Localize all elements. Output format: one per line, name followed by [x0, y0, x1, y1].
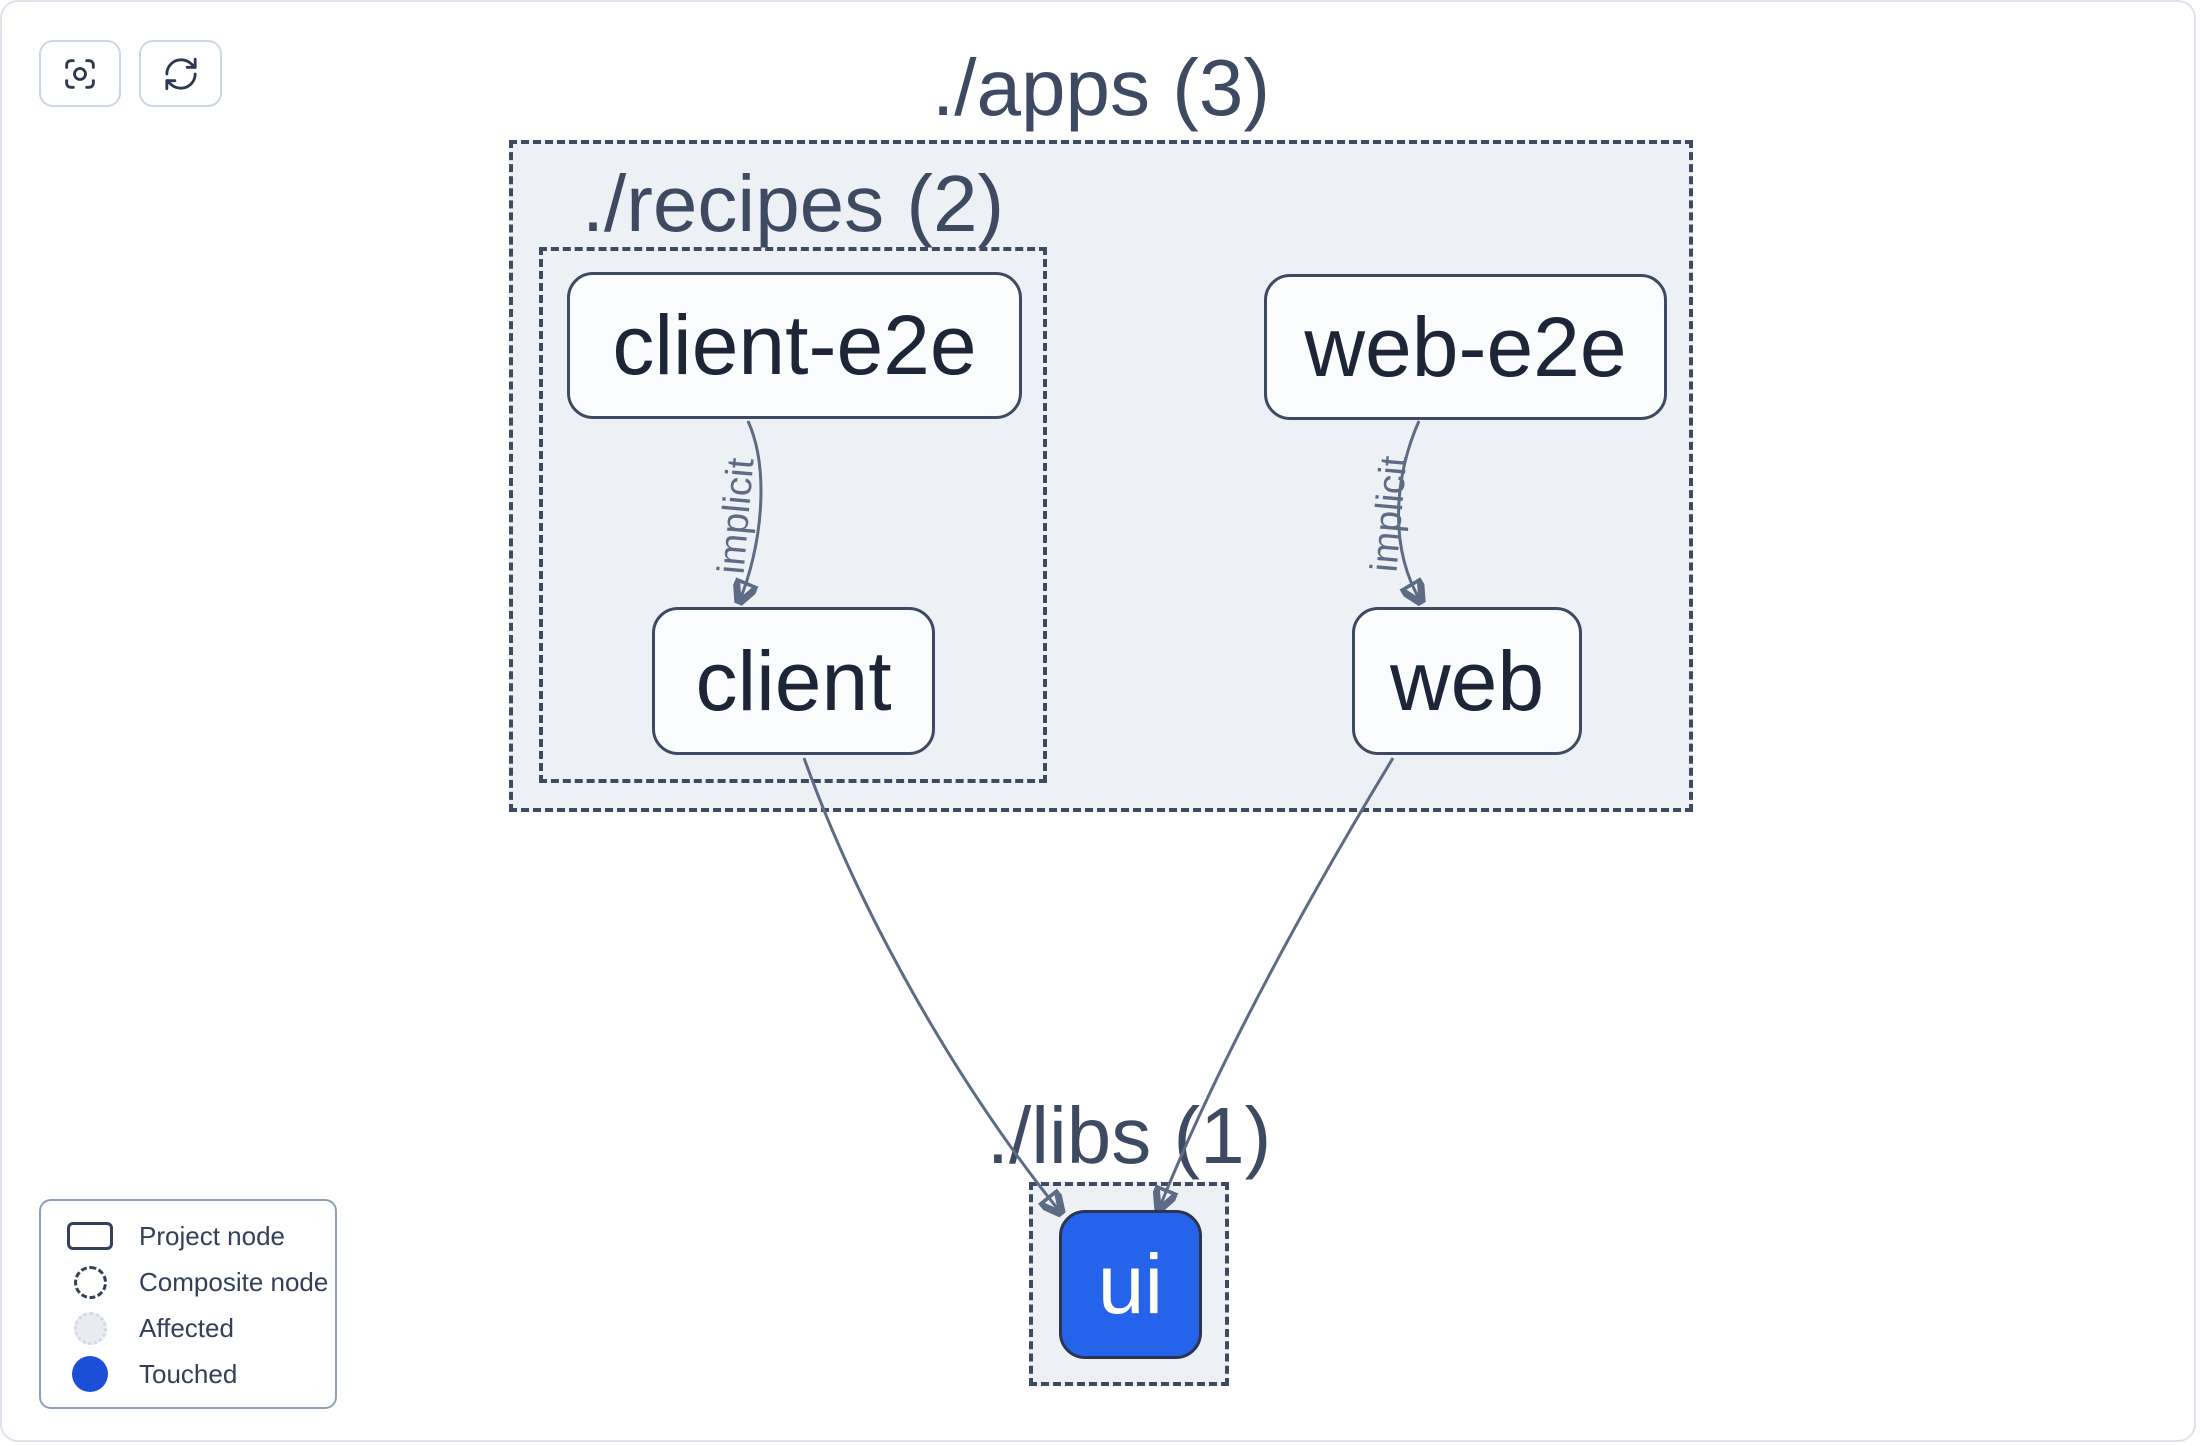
node-web[interactable]: web	[1352, 607, 1582, 755]
affected-swatch	[73, 1311, 107, 1345]
composite-node-swatch	[73, 1265, 107, 1299]
legend-item-touched: Touched	[41, 1351, 335, 1397]
touched-swatch	[72, 1356, 108, 1392]
node-client[interactable]: client	[652, 607, 935, 755]
focus-center-icon	[65, 58, 95, 89]
legend-panel: Project node Composite node Affected Tou…	[39, 1199, 337, 1409]
node-web-e2e[interactable]: web-e2e	[1264, 274, 1667, 420]
refresh-icon	[164, 57, 197, 90]
edge-client-e2e-client[interactable]	[739, 420, 763, 602]
legend-item-affected: Affected	[41, 1305, 335, 1351]
node-client-e2e[interactable]: client-e2e	[567, 272, 1022, 419]
legend-project-node-label: Project node	[139, 1220, 285, 1251]
center-graph-button[interactable]	[39, 40, 121, 107]
legend-item-composite-node: Composite node	[41, 1259, 335, 1305]
node-web-e2e-label: web-e2e	[1304, 299, 1627, 394]
edge-web-ui[interactable]	[1159, 757, 1395, 1209]
node-ui[interactable]: ui	[1059, 1210, 1202, 1359]
legend-touched-label: Touched	[139, 1358, 238, 1389]
edge-client-ui[interactable]	[802, 757, 1061, 1213]
legend-item-project-node: Project node	[41, 1213, 335, 1259]
legend-composite-node-label: Composite node	[139, 1266, 329, 1297]
node-ui-label: ui	[1097, 1237, 1164, 1331]
node-client-e2e-label: client-e2e	[612, 298, 977, 392]
project-node-swatch	[67, 1222, 113, 1250]
refresh-graph-button[interactable]	[139, 40, 222, 107]
node-web-label: web	[1389, 633, 1545, 728]
edge-web-e2e-web[interactable]	[1397, 420, 1421, 602]
legend-affected-label: Affected	[139, 1312, 234, 1343]
node-client-label: client	[695, 633, 892, 728]
